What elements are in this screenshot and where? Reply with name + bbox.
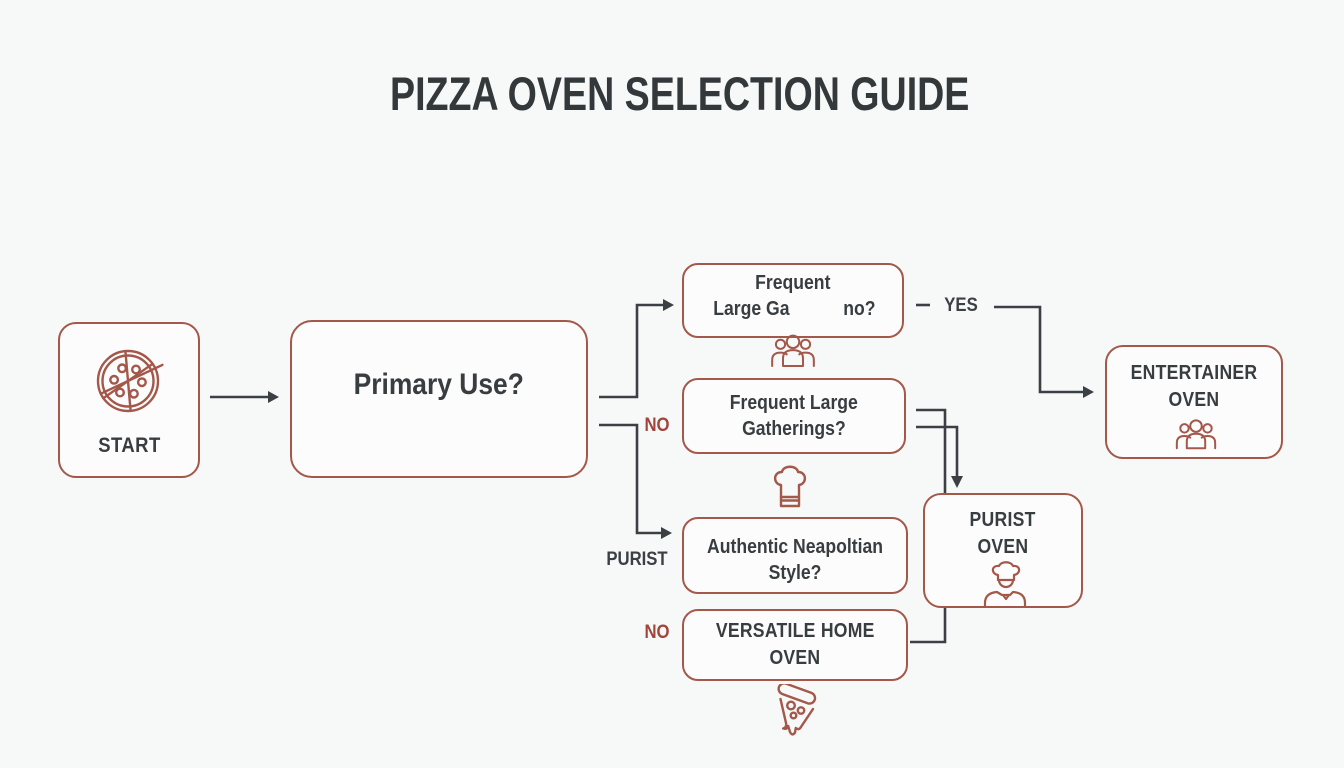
start-label: START bbox=[97, 434, 161, 457]
edge-label-yes: YES bbox=[944, 295, 978, 316]
edge-label-no: NO bbox=[644, 415, 670, 436]
pizza-slice-icon bbox=[777, 684, 817, 736]
arrowhead bbox=[268, 391, 279, 403]
arrowhead bbox=[661, 527, 672, 539]
node-versatile-home-oven: VERSATILE HOME OVEN bbox=[682, 609, 908, 681]
node-frequent-top: Frequent Large Ga no? bbox=[682, 263, 904, 338]
result-line: OVEN bbox=[977, 536, 1029, 558]
question-line: Frequent bbox=[755, 271, 831, 294]
primary-use-label: Primary Use? bbox=[353, 368, 525, 401]
question-line: Large Ga no? bbox=[713, 297, 876, 320]
connector-yes-to-entertainer bbox=[994, 305, 1084, 394]
arrowhead-down bbox=[951, 476, 963, 488]
node-frequent-gatherings: Frequent Large Gatherings? bbox=[682, 378, 906, 454]
page-title: PIZZA OVEN SELECTION GUIDE bbox=[390, 67, 970, 120]
question-line: Authentic Neapoltian bbox=[706, 535, 883, 558]
node-primary-use: Primary Use? bbox=[290, 320, 588, 478]
people-group-icon bbox=[1175, 419, 1217, 450]
chef-hat-icon bbox=[773, 465, 807, 508]
arrowhead bbox=[1083, 386, 1094, 398]
node-neapolitan-style: Authentic Neapoltian Style? bbox=[682, 517, 908, 594]
node-entertainer-oven: ENTERTAINER OVEN bbox=[1105, 345, 1283, 459]
chef-person-icon bbox=[983, 561, 1027, 606]
result-line: ENTERTAINER bbox=[1130, 362, 1258, 384]
question-line: Frequent Large bbox=[729, 392, 859, 414]
edge-label-purist: PURIST bbox=[606, 549, 668, 570]
result-line: PURIST bbox=[969, 509, 1037, 531]
pizza-icon bbox=[96, 349, 164, 413]
connector-gatherings-to-purist bbox=[916, 425, 959, 477]
people-group-icon bbox=[771, 334, 815, 367]
result-line: OVEN bbox=[769, 647, 821, 669]
result-line: OVEN bbox=[1168, 389, 1220, 411]
question-line: Gatherings? bbox=[742, 418, 846, 440]
question-line: Style? bbox=[768, 561, 822, 584]
connector-primary-to-neapolitan bbox=[599, 423, 662, 535]
edge-label-no: NO bbox=[644, 622, 670, 643]
arrowhead bbox=[663, 299, 674, 311]
node-purist-oven: PURIST OVEN bbox=[923, 493, 1083, 608]
connector-primary-to-top-question bbox=[599, 303, 664, 399]
result-line: VERSATILE HOME bbox=[715, 620, 875, 642]
